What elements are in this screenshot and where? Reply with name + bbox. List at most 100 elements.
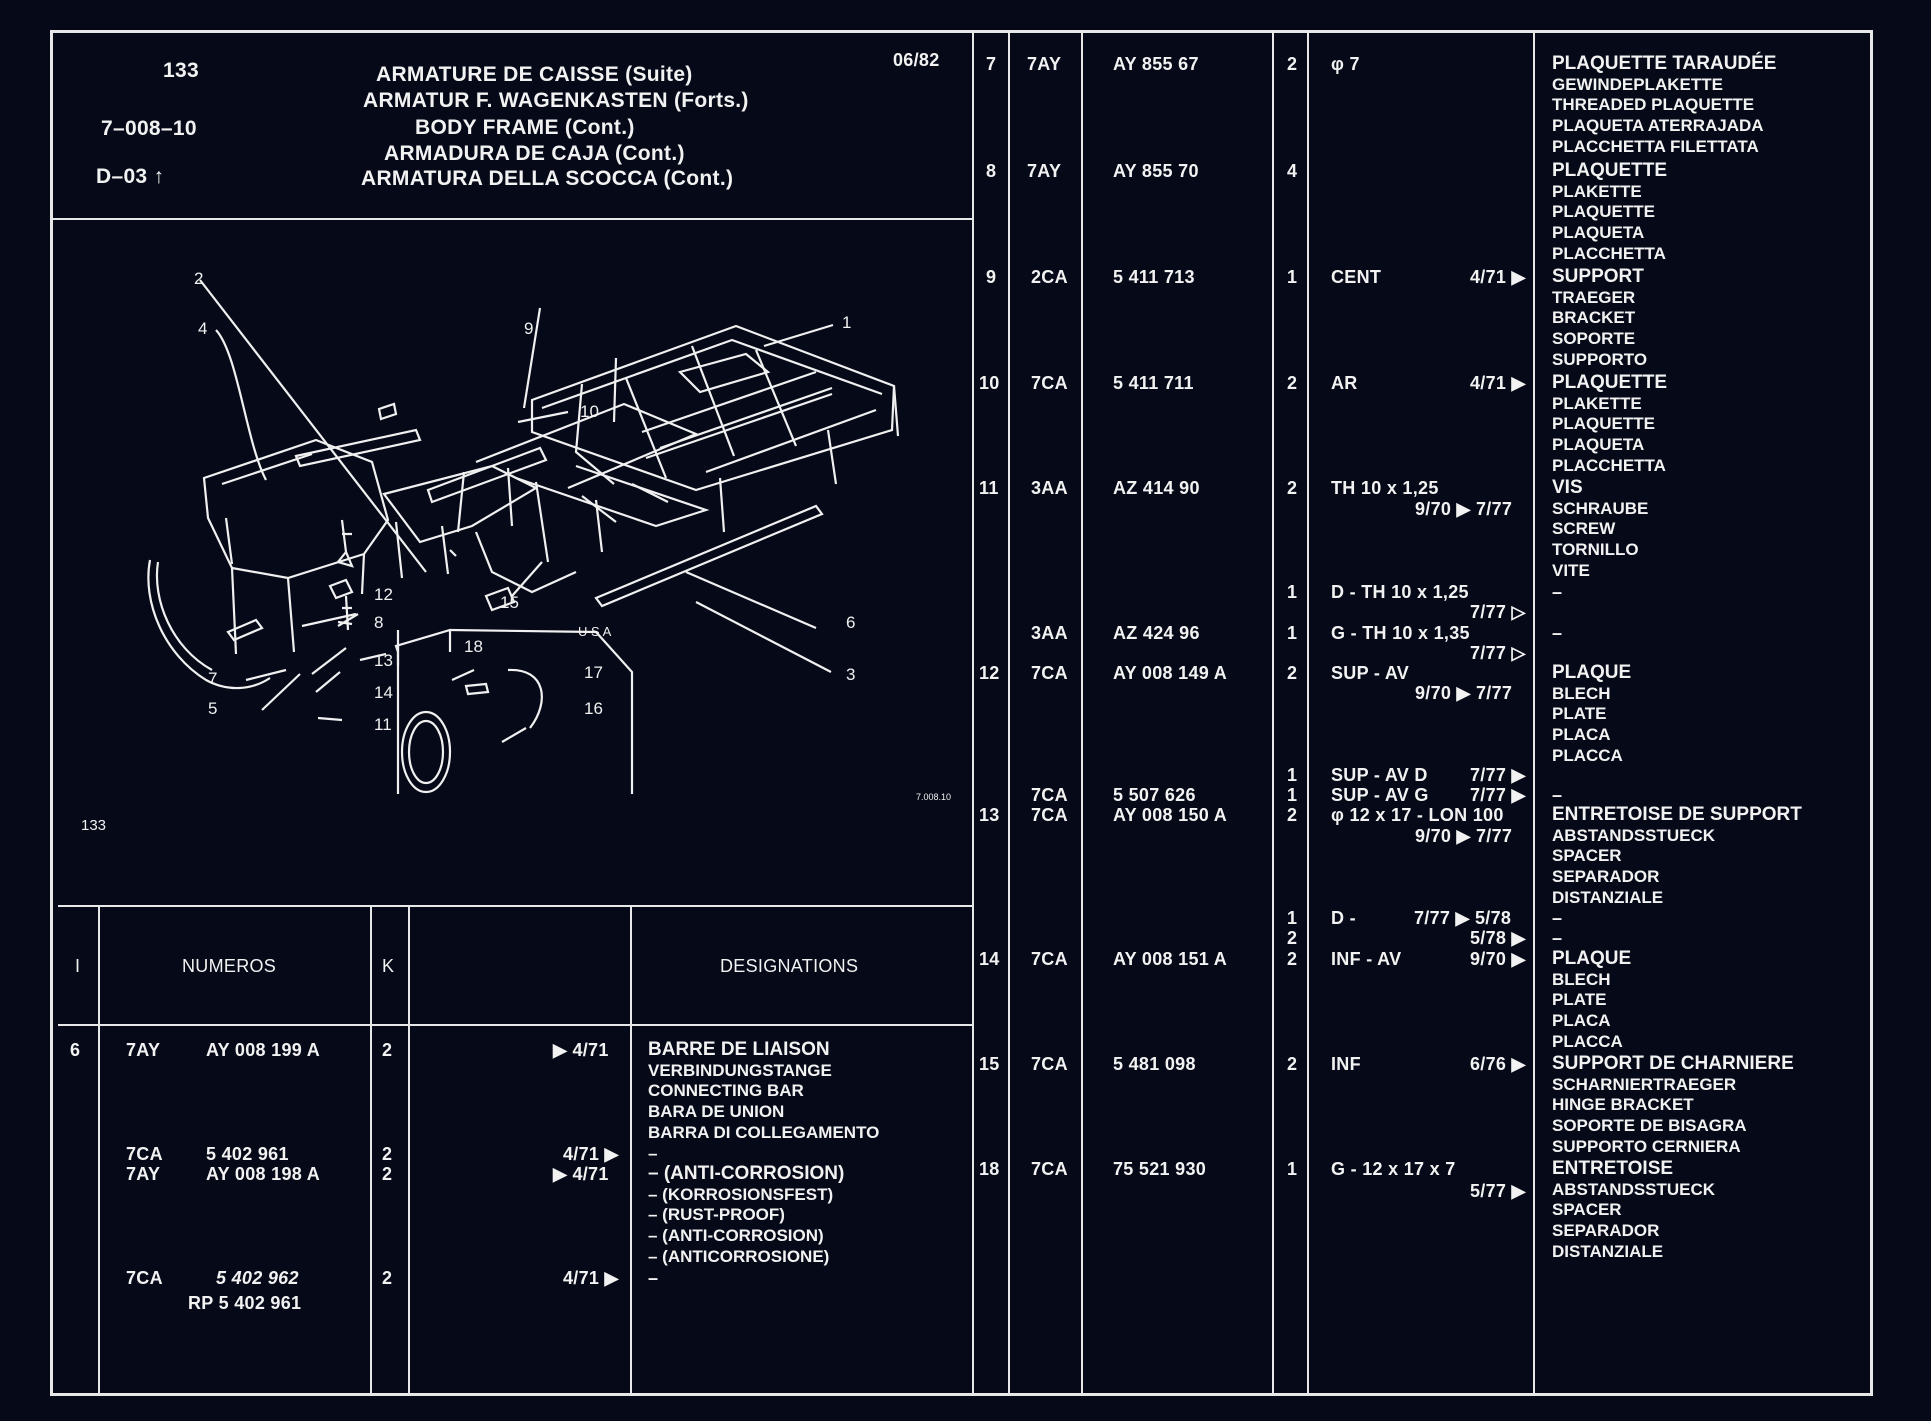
right-row-number: AY 855 67 bbox=[1113, 54, 1199, 74]
right-row-spec: D - TH 10 x 1,25 bbox=[1331, 582, 1469, 602]
right-row-date: 4/71 ▶ bbox=[1470, 373, 1526, 393]
right-row-qty: 2 bbox=[1287, 478, 1298, 498]
designation-line: TORNILLO bbox=[1552, 540, 1639, 560]
right-row-spec: φ 7 bbox=[1331, 54, 1360, 74]
right-row-spec: INF - AV bbox=[1331, 949, 1402, 969]
callout-2: 2 bbox=[194, 269, 203, 288]
callout-9: 9 bbox=[524, 319, 533, 338]
column-header-index: I bbox=[75, 956, 81, 976]
divider-table-top bbox=[58, 905, 974, 907]
right-row-spec: INF bbox=[1331, 1054, 1361, 1074]
callout-12: 12 bbox=[374, 585, 393, 604]
left-row-replaced: RP 5 402 961 bbox=[188, 1293, 302, 1313]
right-row-qty: 2 bbox=[1287, 373, 1298, 393]
col-line-right-4 bbox=[1307, 30, 1309, 1396]
right-row-code: 7CA bbox=[1031, 373, 1068, 393]
callout-13: 13 bbox=[374, 651, 393, 670]
callout-5: 5 bbox=[208, 699, 217, 718]
right-row-code: 7CA bbox=[1031, 949, 1068, 969]
designation-line: BLECH bbox=[1552, 969, 1611, 989]
col-line-left-1 bbox=[98, 905, 100, 1396]
right-row-qty: 2 bbox=[1287, 54, 1298, 74]
designation-line: CONNECTING BAR bbox=[648, 1081, 804, 1101]
designation-line: SCHRAUBE bbox=[1552, 498, 1649, 518]
designation-line: – (ANTI-CORROSION) bbox=[648, 1226, 824, 1246]
designation-line: SUPPORT DE CHARNIERE bbox=[1552, 1053, 1794, 1074]
right-row-designations: VIS SCHRAUBE SCREW TORNILLO VITE bbox=[1552, 477, 1649, 582]
designation-line: PLATE bbox=[1552, 704, 1607, 724]
right-row-designations: PLAQUETTE PLAKETTE PLAQUETTE PLAQUETA PL… bbox=[1552, 372, 1667, 477]
right-row-date-range: 7/77 ▷ bbox=[1470, 643, 1526, 663]
right-row-date: 4/71 ▶ bbox=[1470, 267, 1526, 287]
designation-line: – (ANTICORROSIONE) bbox=[648, 1246, 830, 1266]
designation-line: PLACA bbox=[1552, 1011, 1611, 1031]
left-row-index: 6 bbox=[70, 1040, 81, 1060]
right-row-number: AY 008 149 A bbox=[1113, 663, 1228, 683]
designation-line: PLAQUETTE bbox=[1552, 160, 1668, 181]
right-row-qty: 1 bbox=[1287, 785, 1298, 805]
right-row-number: 5 411 711 bbox=[1113, 373, 1194, 393]
right-row-qty: 2 bbox=[1287, 1054, 1298, 1074]
page-label-lower: 133 bbox=[81, 817, 106, 834]
right-row-designations: ENTRETOISE ABSTANDSSTUECK SPACER SEPARAD… bbox=[1552, 1158, 1716, 1263]
right-row-qty: 1 bbox=[1287, 908, 1298, 928]
right-row-qty: 2 bbox=[1287, 663, 1298, 683]
right-row-date: 7/77 ▶ bbox=[1470, 785, 1526, 805]
right-row-qty: 1 bbox=[1287, 582, 1298, 602]
designation-line: ABSTANDSSTUECK bbox=[1552, 1179, 1716, 1199]
designation-line: – (KORROSIONSFEST) bbox=[648, 1184, 834, 1204]
reference-code: 7–008–10 bbox=[101, 117, 197, 140]
designation-line: VERBINDUNGSTANGE bbox=[648, 1060, 832, 1080]
right-row-spec: SUP - AV D bbox=[1331, 765, 1428, 785]
right-row-designations: PLAQUETTE TARAUDÉE GEWINDEPLAKETTE THREA… bbox=[1552, 53, 1776, 158]
right-row-qty: 1 bbox=[1287, 267, 1298, 287]
designation-line: SOPORTE bbox=[1552, 329, 1636, 349]
designation-line: GEWINDEPLAKETTE bbox=[1552, 74, 1723, 94]
designation-line: SEPARADOR bbox=[1552, 867, 1660, 887]
designation-line: BRACKET bbox=[1552, 308, 1636, 328]
right-row-qty: 1 bbox=[1287, 623, 1298, 643]
right-row-number: AY 008 151 A bbox=[1113, 949, 1228, 969]
col-line-right-1 bbox=[1008, 30, 1010, 1396]
designation-line: PLAQUETTE bbox=[1552, 414, 1655, 434]
right-row-index: 15 bbox=[979, 1054, 1000, 1074]
right-row-number: 5 481 098 bbox=[1113, 1054, 1196, 1074]
callout-17: 17 bbox=[584, 663, 603, 682]
callout-18: 18 bbox=[464, 637, 483, 656]
title-es: ARMADURA DE CAJA (Cont.) bbox=[384, 142, 685, 165]
right-row-qty: 4 bbox=[1287, 161, 1298, 181]
callout-6: 6 bbox=[846, 613, 855, 632]
designation-line: PLAKETTE bbox=[1552, 181, 1642, 201]
left-row-number: AY 008 198 A bbox=[206, 1164, 321, 1184]
right-row-date-range: 9/70 ▶ 7/77 bbox=[1415, 683, 1513, 703]
right-row-number: AZ 424 96 bbox=[1113, 623, 1200, 643]
designation-line: SOPORTE DE BISAGRA bbox=[1552, 1116, 1747, 1136]
col-line-right-2 bbox=[1081, 30, 1083, 1396]
column-header-designations: DESIGNATIONS bbox=[720, 956, 859, 976]
right-row-spec: AR bbox=[1331, 373, 1358, 393]
designation-line: PLACCHETTA bbox=[1552, 455, 1666, 475]
right-row-code: 3AA bbox=[1031, 478, 1068, 498]
left-row-number: 5 402 962 bbox=[216, 1268, 299, 1288]
right-row-spec: SUP - AV G bbox=[1331, 785, 1429, 805]
designation-line: SUPPORT bbox=[1552, 266, 1644, 287]
column-header-k: K bbox=[382, 956, 395, 976]
right-row-designations: SUPPORT TRAEGER BRACKET SOPORTE SUPPORTO bbox=[1552, 266, 1647, 371]
right-row-index: 12 bbox=[979, 663, 1000, 683]
right-row-designations: PLAQUE BLECH PLATE PLACA PLACCA bbox=[1552, 662, 1631, 767]
left-row-number: 5 402 961 bbox=[206, 1144, 289, 1164]
right-row-designations: PLAQUETTE PLAKETTE PLAQUETTE PLAQUETA PL… bbox=[1552, 160, 1668, 265]
right-row-date-range: 7/77 ▷ bbox=[1470, 602, 1526, 622]
right-row-spec: G - 12 x 17 x 7 bbox=[1331, 1159, 1456, 1179]
callout-16: 16 bbox=[584, 699, 603, 718]
left-row-qty: 2 bbox=[382, 1268, 393, 1288]
right-row-number: 5 411 713 bbox=[1113, 267, 1195, 287]
callout-10: 10 bbox=[580, 402, 599, 421]
right-row-date-range: 9/70 ▶ 7/77 bbox=[1415, 826, 1513, 846]
right-row-designations: PLAQUE BLECH PLATE PLACA PLACCA bbox=[1552, 948, 1631, 1053]
designation-line: ABSTANDSSTUECK bbox=[1552, 825, 1716, 845]
designation-line: SCHARNIERTRAEGER bbox=[1552, 1074, 1737, 1094]
right-row-qty: 2 bbox=[1287, 805, 1298, 825]
right-row-date: 9/70 ▶ bbox=[1470, 949, 1526, 969]
designation-line: BARRE DE LIAISON bbox=[648, 1039, 830, 1060]
